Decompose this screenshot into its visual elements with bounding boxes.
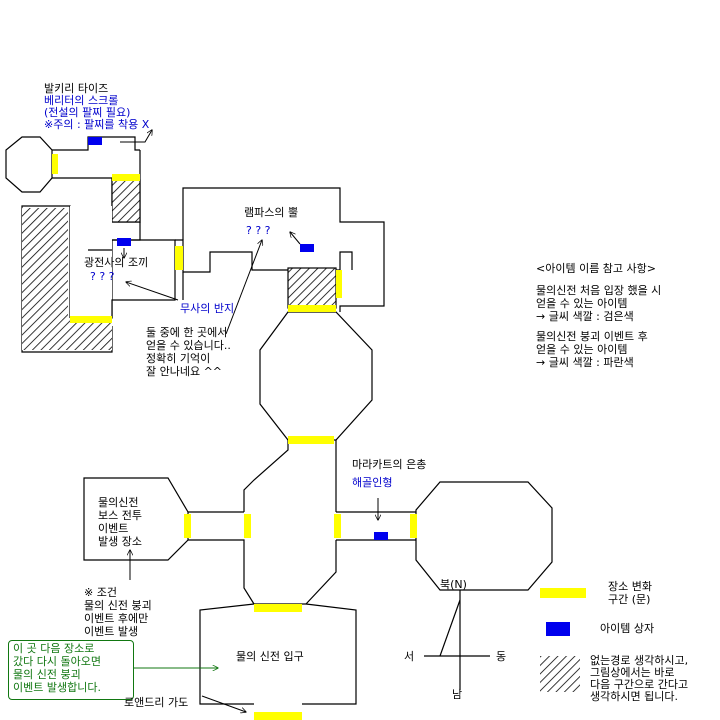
memory-note-1: 둘 중에 한 곳에서 xyxy=(146,326,228,339)
condition-1: ※ 조건 xyxy=(84,586,117,599)
marakart-item: 해골인형 xyxy=(352,476,393,489)
entrance-room xyxy=(199,603,255,705)
legend-hidden-4: 생각하시면 됩니다. xyxy=(590,690,678,703)
item-notes-second-1: 물의신전 붕괴 이벤트 후 xyxy=(536,330,648,343)
valkyrie-item: 베리터의 스크롤 xyxy=(44,94,119,107)
roandri-label: 로앤드리 가도 xyxy=(124,696,189,709)
condition-2: 물의 신전 붕괴 xyxy=(84,599,152,612)
condition-3: 이벤트 후에만 xyxy=(84,612,149,625)
marakart-title: 마라카트의 은총 xyxy=(352,458,427,471)
green-note-3: 물의 신전 붕괴 xyxy=(13,668,81,681)
green-note-2: 갔다 다시 돌아오면 xyxy=(13,655,101,668)
berserker-room xyxy=(111,239,176,318)
green-note-4: 이벤트 발생합니다. xyxy=(13,681,101,694)
octagon-room-nw xyxy=(5,136,53,193)
compass-north: 북(N) xyxy=(440,578,467,591)
legend-hidden-1: 없는경로 생각하시고, xyxy=(590,654,689,667)
pointer-arrows xyxy=(120,130,378,712)
lampas-unknown: ? ? ? xyxy=(246,224,271,237)
berserker-label: 광전사의 조끼 xyxy=(84,256,149,269)
chests xyxy=(88,137,388,540)
valkyrie-warning: ※주의 : 팔찌를 착용 X xyxy=(44,118,150,131)
compass-east: 동 xyxy=(496,650,507,663)
item-notes-second-3: → 글씨 색깔 : 파란색 xyxy=(536,356,634,369)
compass-west: 서 xyxy=(404,650,415,663)
condition-4: 이벤트 발생 xyxy=(84,625,139,638)
berserker-unknown: ? ? ? xyxy=(90,270,115,283)
boss-room-1: 물의신전 xyxy=(98,496,139,509)
item-notes-first-2: 얻을 수 있는 아이템 xyxy=(536,297,628,310)
legend-door-swatch xyxy=(540,588,586,598)
boss-room-3: 이벤트 xyxy=(98,522,129,535)
legend-door-1: 장소 변화 xyxy=(608,580,652,593)
memory-note-3: 정확히 기억이 xyxy=(146,352,211,365)
item-notes-first-3: → 글씨 색깔 : 검은색 xyxy=(536,310,634,323)
legend-hidden-2: 그림상에서는 바로 xyxy=(590,666,675,679)
boss-room-4: 발생 장소 xyxy=(98,535,142,548)
green-note-box: 이 곳 다음 장소로 갔다 다시 돌아오면 물의 신전 붕괴 이벤트 발생합니다… xyxy=(8,640,134,700)
lampas-label: 램파스의 뿔 xyxy=(244,206,299,219)
green-note-1: 이 곳 다음 장소로 xyxy=(13,642,95,655)
item-notes-title: <아이템 이름 참고 사항> xyxy=(536,262,657,275)
item-notes-first-1: 물의신전 처음 입장 했을 시 xyxy=(536,284,662,297)
valkyrie-title: 발키리 타이즈 xyxy=(44,82,109,95)
legend-hidden-3: 다음 구간으로 간다고 xyxy=(590,678,689,691)
memory-note-2: 얻을 수 있습니다.. xyxy=(146,339,231,352)
entrance-label: 물의 신전 입구 xyxy=(236,650,304,663)
doors xyxy=(52,154,417,720)
compass xyxy=(424,590,490,690)
legend-hatch-swatch xyxy=(540,656,580,692)
memory-note-4: 잘 안나네요 ^^ xyxy=(146,365,223,378)
legend-chest-swatch xyxy=(546,622,570,636)
item-notes-second-2: 얻을 수 있는 아이템 xyxy=(536,343,628,356)
valkyrie-requirement: (전설의 팔찌 필요) xyxy=(44,106,131,119)
marakart-room xyxy=(415,481,553,591)
boss-room-2: 보스 전투 xyxy=(98,509,142,522)
legend-door-2: 구간 (문) xyxy=(608,593,651,606)
warrior-ring-label: 무사의 반지 xyxy=(180,302,235,315)
legend-chest: 아이템 상자 xyxy=(600,622,655,635)
central-octagon xyxy=(259,311,373,441)
compass-south: 남 xyxy=(452,688,463,701)
